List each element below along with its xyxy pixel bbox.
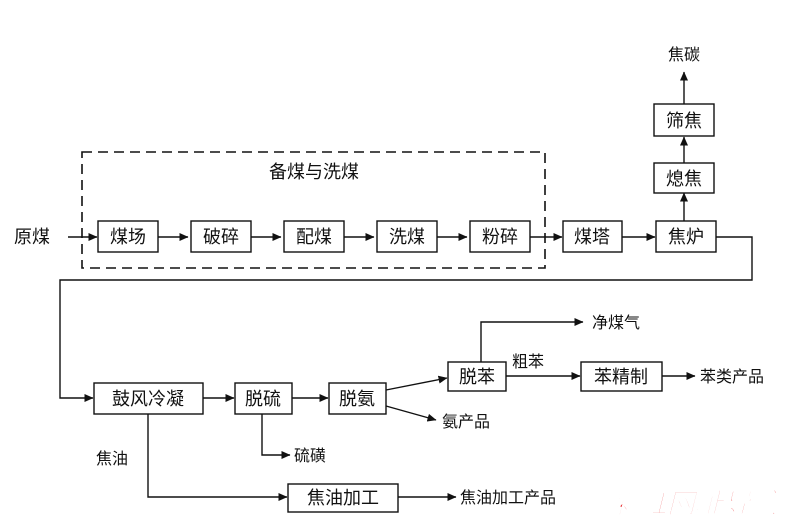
flow-deammonia-to-ammonia-products: [385, 405, 437, 422]
flow-deammonia-to-debenzene: [385, 375, 448, 391]
svg-text:破碎: 破碎: [203, 227, 239, 248]
group-label-coal-preparation: 备煤与洗煤: [269, 162, 359, 183]
svg-text:焦油加工: 焦油加工: [307, 488, 379, 509]
svg-text:煤场: 煤场: [110, 227, 146, 248]
svg-text:粉碎: 粉碎: [482, 227, 518, 248]
node-debenzene: 脱苯: [447, 361, 507, 392]
sulfur-label: 硫磺: [294, 446, 326, 465]
node-quenching: 熄焦: [653, 162, 715, 194]
node-screening: 筛焦: [653, 103, 715, 137]
svg-text:脱硫: 脱硫: [245, 389, 281, 410]
watermark-text: 彩虹网址导航: [611, 487, 783, 520]
svg-text:脱氨: 脱氨: [339, 389, 375, 410]
node-coke-oven: 焦炉: [655, 220, 717, 253]
svg-text:苯精制: 苯精制: [594, 367, 648, 388]
svg-text:鼓风冷凝: 鼓风冷凝: [112, 389, 184, 410]
node-deammonia: 脱氨: [328, 382, 387, 415]
svg-text:脱苯: 脱苯: [459, 367, 495, 388]
node-desulfurization: 脱硫: [234, 382, 293, 415]
node-benzene-refining: 苯精制: [580, 361, 663, 392]
benzene-products-label: 苯类产品: [700, 367, 764, 386]
svg-text:煤塔: 煤塔: [574, 227, 610, 248]
watermark-logo: 彩虹网址导航: [610, 487, 783, 521]
tar-label: 焦油: [96, 449, 128, 468]
flow-oven-to-cooling: [59, 236, 753, 402]
coke-label: 焦碳: [668, 45, 700, 64]
coal-preparation-group: [81, 151, 546, 269]
ammonia-products-label: 氨产品: [442, 412, 490, 431]
flow-desulfurization-to-sulfur: [261, 414, 291, 459]
node-pulverizing: 粉碎: [469, 220, 531, 253]
node-tar-processing: 焦油加工: [287, 483, 399, 513]
raw-coal-label: 原煤: [14, 227, 50, 248]
crude-benzene-label: 粗苯: [512, 352, 544, 371]
node-blower-cooling: 鼓风冷凝: [93, 382, 204, 415]
flow-cooling-to-tar-processing: [147, 414, 288, 501]
node-coal-tower: 煤塔: [562, 220, 623, 253]
node-crushing: 破碎: [190, 220, 252, 253]
svg-text:配煤: 配煤: [296, 227, 332, 248]
node-coal-yard: 煤场: [97, 220, 159, 253]
node-blending: 配煤: [283, 220, 345, 253]
svg-text:筛焦: 筛焦: [666, 111, 702, 132]
svg-text:熄焦: 熄焦: [666, 169, 702, 190]
tar-products-label: 焦油加工产品: [460, 488, 556, 507]
node-washing: 洗煤: [376, 220, 438, 253]
clean-gas-label: 净煤气: [592, 313, 640, 332]
svg-text:洗煤: 洗煤: [389, 227, 425, 248]
flow-debenzene-to-clean-gas: [480, 318, 584, 362]
svg-text:焦炉: 焦炉: [668, 227, 704, 248]
